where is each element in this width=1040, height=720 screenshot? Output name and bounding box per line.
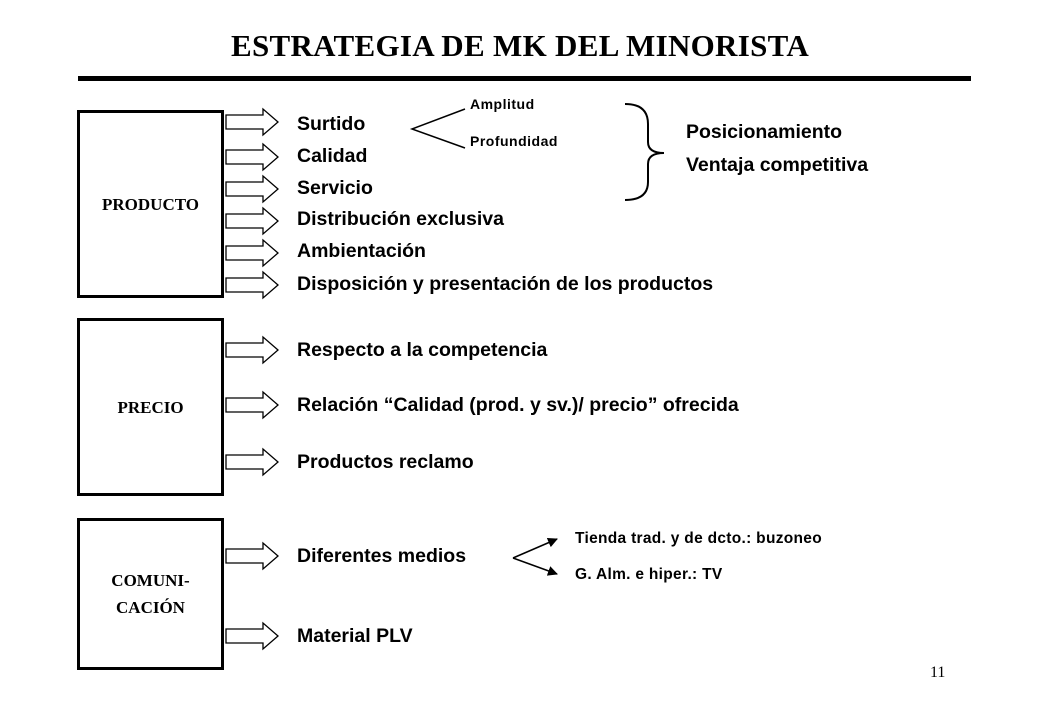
page-title: ESTRATEGIA DE MK DEL MINORISTA	[230, 28, 810, 63]
producto-label: PRODUCTO	[102, 194, 199, 214]
precio-item-relacion: Relación “Calidad (prod. y sv.)/ precio”…	[297, 394, 739, 416]
producto-item-servicio: Servicio	[297, 177, 373, 199]
medios-branch-tienda: Tienda trad. y de dcto.: buzoneo	[575, 530, 822, 547]
surtido-branch-profundidad: Profundidad	[470, 133, 558, 149]
arrow-medios	[225, 541, 279, 571]
surtido-branch-lines	[409, 108, 466, 149]
arrow-surtido	[225, 107, 279, 137]
comunicacion-label-line2: CACIÓN	[116, 598, 185, 617]
producto-item-disposicion: Disposición y presentación de los produc…	[297, 273, 714, 295]
comunicacion-item-medios: Diferentes medios	[297, 545, 467, 567]
precio-box: PRECIO	[77, 318, 224, 496]
arrow-distribucion	[225, 206, 279, 236]
producto-item-surtido: Surtido	[297, 113, 366, 135]
page-number: 11	[930, 664, 946, 681]
surtido-branch-amplitud: Amplitud	[470, 96, 535, 112]
producto-item-ambientacion: Ambientación	[297, 240, 426, 262]
arrow-servicio	[225, 174, 279, 204]
arrow-calidad	[225, 142, 279, 172]
outcome-ventaja: Ventaja competitiva	[686, 154, 869, 176]
comunicacion-box: COMUNI- CACIÓN	[77, 518, 224, 670]
producto-item-calidad: Calidad	[297, 145, 368, 167]
medios-branch-galm: G. Alm. e hiper.: TV	[575, 566, 723, 583]
medios-branch-line-bottom	[512, 557, 558, 576]
title-underline	[78, 76, 971, 81]
producto-item-distribucion: Distribución exclusiva	[297, 208, 504, 230]
arrow-plv	[225, 621, 279, 651]
arrow-disposicion	[225, 270, 279, 300]
arrow-ambientacion	[225, 238, 279, 268]
precio-item-reclamo: Productos reclamo	[297, 451, 474, 473]
arrow-relacion	[225, 390, 279, 420]
comunicacion-label-line1: COMUNI-	[111, 571, 190, 590]
outcome-brace	[624, 103, 665, 201]
precio-label: PRECIO	[117, 397, 184, 417]
outcome-posicionamiento: Posicionamiento	[686, 121, 843, 143]
comunicacion-item-plv: Material PLV	[297, 625, 413, 647]
medios-branch-line-top	[512, 537, 558, 559]
arrow-reclamo	[225, 447, 279, 477]
producto-box: PRODUCTO	[77, 110, 224, 298]
arrow-competencia	[225, 335, 279, 365]
precio-item-competencia: Respecto a la competencia	[297, 339, 548, 361]
